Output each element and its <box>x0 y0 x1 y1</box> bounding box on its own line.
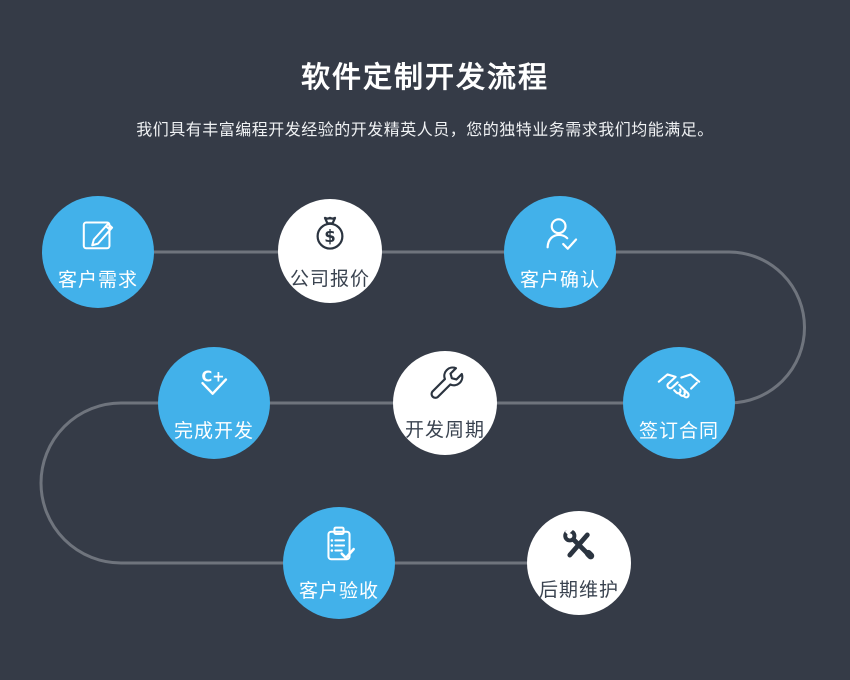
dollar-glyph: $ <box>324 227 335 246</box>
tools-icon <box>558 524 600 566</box>
pencil-edit-icon <box>76 212 120 256</box>
handshake-icon <box>655 363 703 407</box>
clipboard-check-icon <box>317 523 361 567</box>
step-customer-requirements: 客户需求 <box>42 196 154 308</box>
step-label: 签订合同 <box>638 420 719 442</box>
wrench-icon <box>424 364 466 406</box>
money-bag-icon: $ <box>308 211 352 255</box>
step-sign-contract: 签订合同 <box>623 347 735 459</box>
step-label: 客户需求 <box>57 269 138 291</box>
step-company-quote: $ 公司报价 <box>278 199 382 303</box>
code-check-icon: C+ <box>192 363 236 407</box>
step-label: 开发周期 <box>404 419 485 441</box>
step-post-maintenance: 后期维护 <box>527 511 631 615</box>
step-label: 后期维护 <box>538 579 619 601</box>
step-label: 客户验收 <box>298 580 379 602</box>
step-label: 客户确认 <box>519 269 600 291</box>
step-customer-confirm: 客户确认 <box>504 196 616 308</box>
header: 软件定制开发流程 我们具有丰富编程开发经验的开发精英人员，您的独特业务需求我们均… <box>0 0 850 140</box>
step-label: 公司报价 <box>289 268 370 290</box>
page-subtitle: 我们具有丰富编程开发经验的开发精英人员，您的独特业务需求我们均能满足。 <box>136 120 714 139</box>
step-customer-acceptance: 客户验收 <box>283 507 395 619</box>
step-label: 完成开发 <box>173 420 254 442</box>
cplus-glyph: C+ <box>202 368 225 385</box>
step-complete-development: C+ 完成开发 <box>158 347 270 459</box>
user-check-icon <box>538 212 582 256</box>
step-development-cycle: 开发周期 <box>393 351 497 455</box>
page-title: 软件定制开发流程 <box>300 60 549 94</box>
